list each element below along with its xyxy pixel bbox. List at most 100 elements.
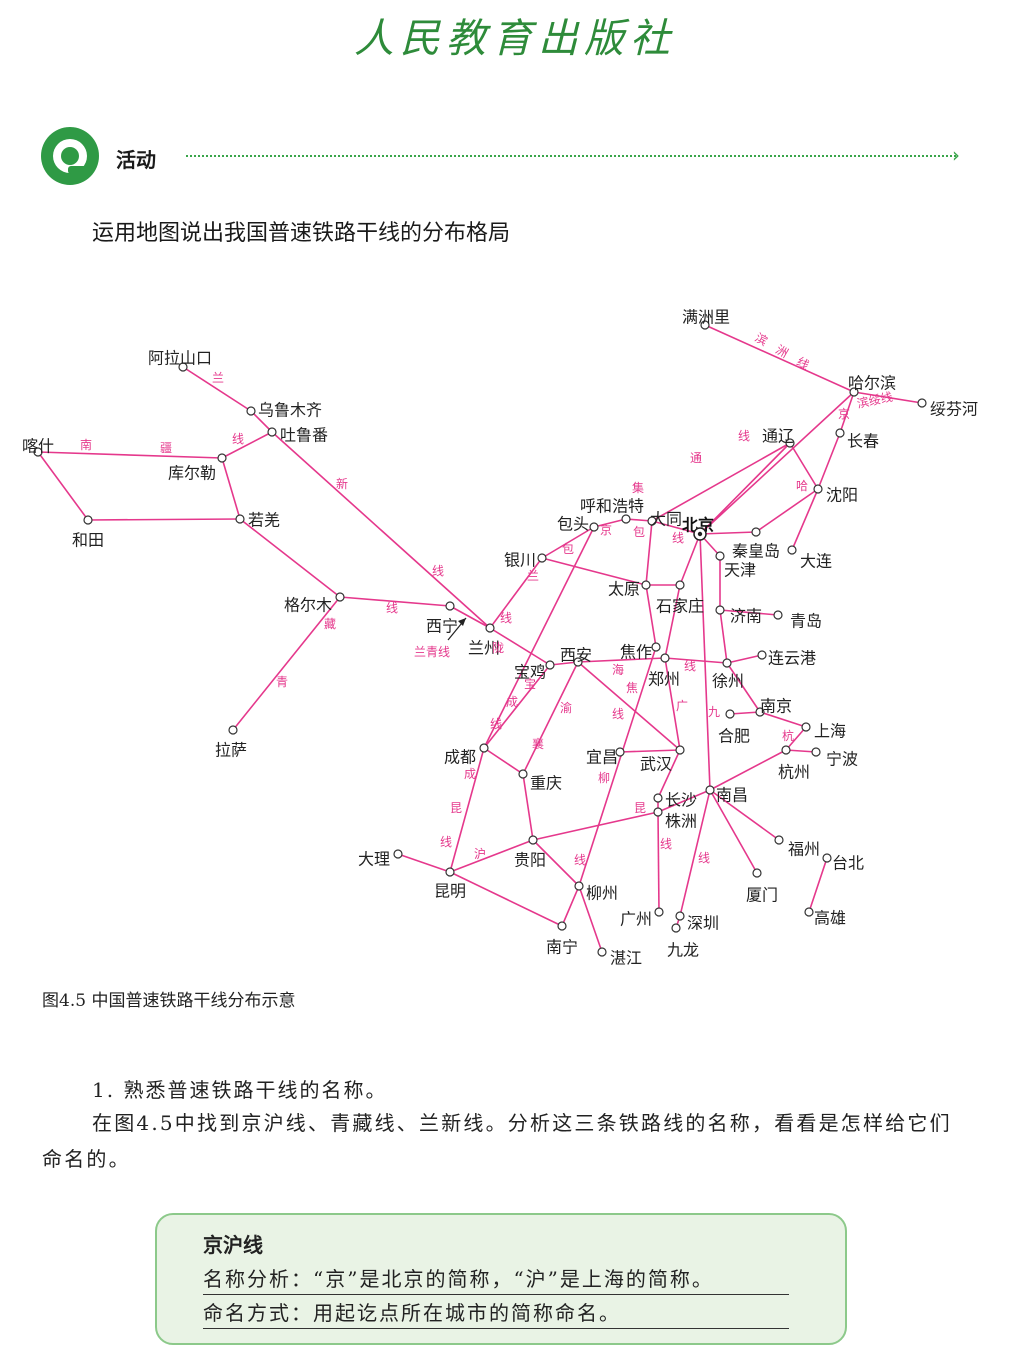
city-label: 喀什 (22, 437, 54, 456)
railway-line-label: 线 (738, 429, 750, 443)
railway-segment (37, 451, 89, 521)
city-label: 济南 (730, 607, 762, 626)
railway-line-label: 昆 (450, 801, 462, 815)
city-marker (675, 745, 685, 755)
city-label: 西安 (560, 646, 592, 665)
railway-segment (709, 749, 787, 791)
city-label: 大理 (358, 850, 390, 869)
activity-label: 活动 (116, 148, 156, 172)
city-marker (675, 580, 685, 590)
railway-line-label: 线 (386, 601, 398, 615)
railway-line-label: 南 (80, 437, 92, 452)
railway-segment (397, 853, 451, 873)
railway-line-label: 杭 (782, 728, 794, 743)
city-label: 沈阳 (826, 486, 858, 505)
railway-segment (561, 885, 580, 927)
city-marker (752, 868, 762, 878)
railway-segment (645, 520, 653, 586)
city-label: 武汉 (640, 755, 672, 774)
city-marker (757, 650, 767, 660)
railway-segment (785, 726, 807, 751)
railway-segment (664, 584, 681, 659)
railway-segment (339, 596, 451, 607)
publisher-logo: 人民教育出版社 (354, 16, 676, 62)
city-label: 焦作 (620, 643, 652, 662)
city-labels: 满洲里阿拉山口哈尔滨绥芬河乌鲁木齐吐鲁番长春喀什通辽库尔勒沈阳呼和浩特若羌大同北… (22, 308, 978, 968)
city-label: 贵阳 (514, 851, 546, 870)
city-label: 阿拉山口 (148, 349, 212, 368)
city-marker (217, 453, 227, 463)
city-marker (267, 427, 277, 437)
city-marker (722, 658, 732, 668)
xining-pointer-arrow (447, 617, 467, 641)
railway-line-label: 昆 (634, 801, 646, 815)
railway-line-label: 线 (672, 531, 684, 545)
city-marker (479, 743, 489, 753)
railway-line-label: 海 (612, 662, 624, 677)
railway-line-label: 渝 (560, 700, 572, 715)
city-label: 宜昌 (586, 748, 618, 767)
railway-segment (489, 627, 551, 666)
city-label: 株洲 (665, 812, 697, 831)
railway-line-label: 成 (506, 695, 518, 709)
city-marker (393, 849, 403, 859)
railway-segment (699, 391, 855, 535)
city-marker (528, 835, 538, 845)
railway-line-label: 襄 (532, 736, 544, 751)
railway-segment (577, 661, 681, 751)
railway-line-label: 柳 (598, 771, 610, 785)
railway-segment (679, 789, 711, 917)
city-label: 北京 (682, 516, 714, 535)
railway-segment (651, 520, 701, 535)
city-marker (822, 853, 832, 863)
city-label: 乌鲁木齐 (258, 401, 322, 420)
city-marker (705, 785, 715, 795)
city-marker (675, 911, 685, 921)
railway-segment (719, 609, 779, 616)
railway-line-label: 线 (684, 659, 696, 673)
railway-segment (651, 442, 791, 522)
city-marker (725, 709, 735, 719)
city-marker (445, 601, 455, 611)
city-label: 郑州 (648, 670, 680, 689)
railway-segment (817, 432, 841, 490)
railway-line-label: 线 (500, 611, 512, 625)
city-label: 台北 (832, 854, 864, 873)
city-label: 福州 (788, 840, 820, 859)
railway-segment (699, 531, 757, 535)
railway-line-label: 线 (574, 853, 586, 867)
railway-segment (699, 442, 791, 535)
figure-caption: 图4.5 中国普速铁路干线分布示意 (42, 991, 296, 1011)
city-marker (801, 722, 811, 732)
railway-segment (449, 839, 534, 873)
railway-segment (483, 526, 595, 749)
railway-segment (645, 584, 657, 648)
city-label: 九龙 (667, 941, 699, 960)
railway-line-label: 线 (432, 564, 444, 578)
city-label: 宝鸡 (514, 663, 546, 682)
city-marker (660, 653, 670, 663)
city-label: 高雄 (814, 909, 846, 928)
railway-segment (719, 609, 728, 664)
railway-segment (657, 789, 711, 813)
railway-segment (221, 431, 273, 459)
railway-line-label: 线 (232, 432, 244, 446)
railway-segment (759, 711, 807, 728)
railway-segment (483, 747, 524, 775)
railway-segment (522, 661, 579, 775)
city-marker (774, 835, 784, 845)
city-marker (654, 907, 664, 917)
city-marker (917, 398, 927, 408)
city-label: 银川 (504, 551, 536, 570)
city-label: 吐鲁番 (280, 426, 328, 445)
railway-line-label: 线 (612, 707, 624, 721)
railway-segment (221, 457, 241, 520)
railway-segment (489, 557, 543, 629)
city-marker (715, 605, 725, 615)
railway-segment (755, 488, 819, 533)
city-marker (83, 515, 93, 525)
city-label: 宁波 (826, 750, 858, 769)
railway-segment (232, 596, 341, 731)
railway-segment (709, 789, 780, 841)
city-label: 天津 (724, 561, 756, 580)
